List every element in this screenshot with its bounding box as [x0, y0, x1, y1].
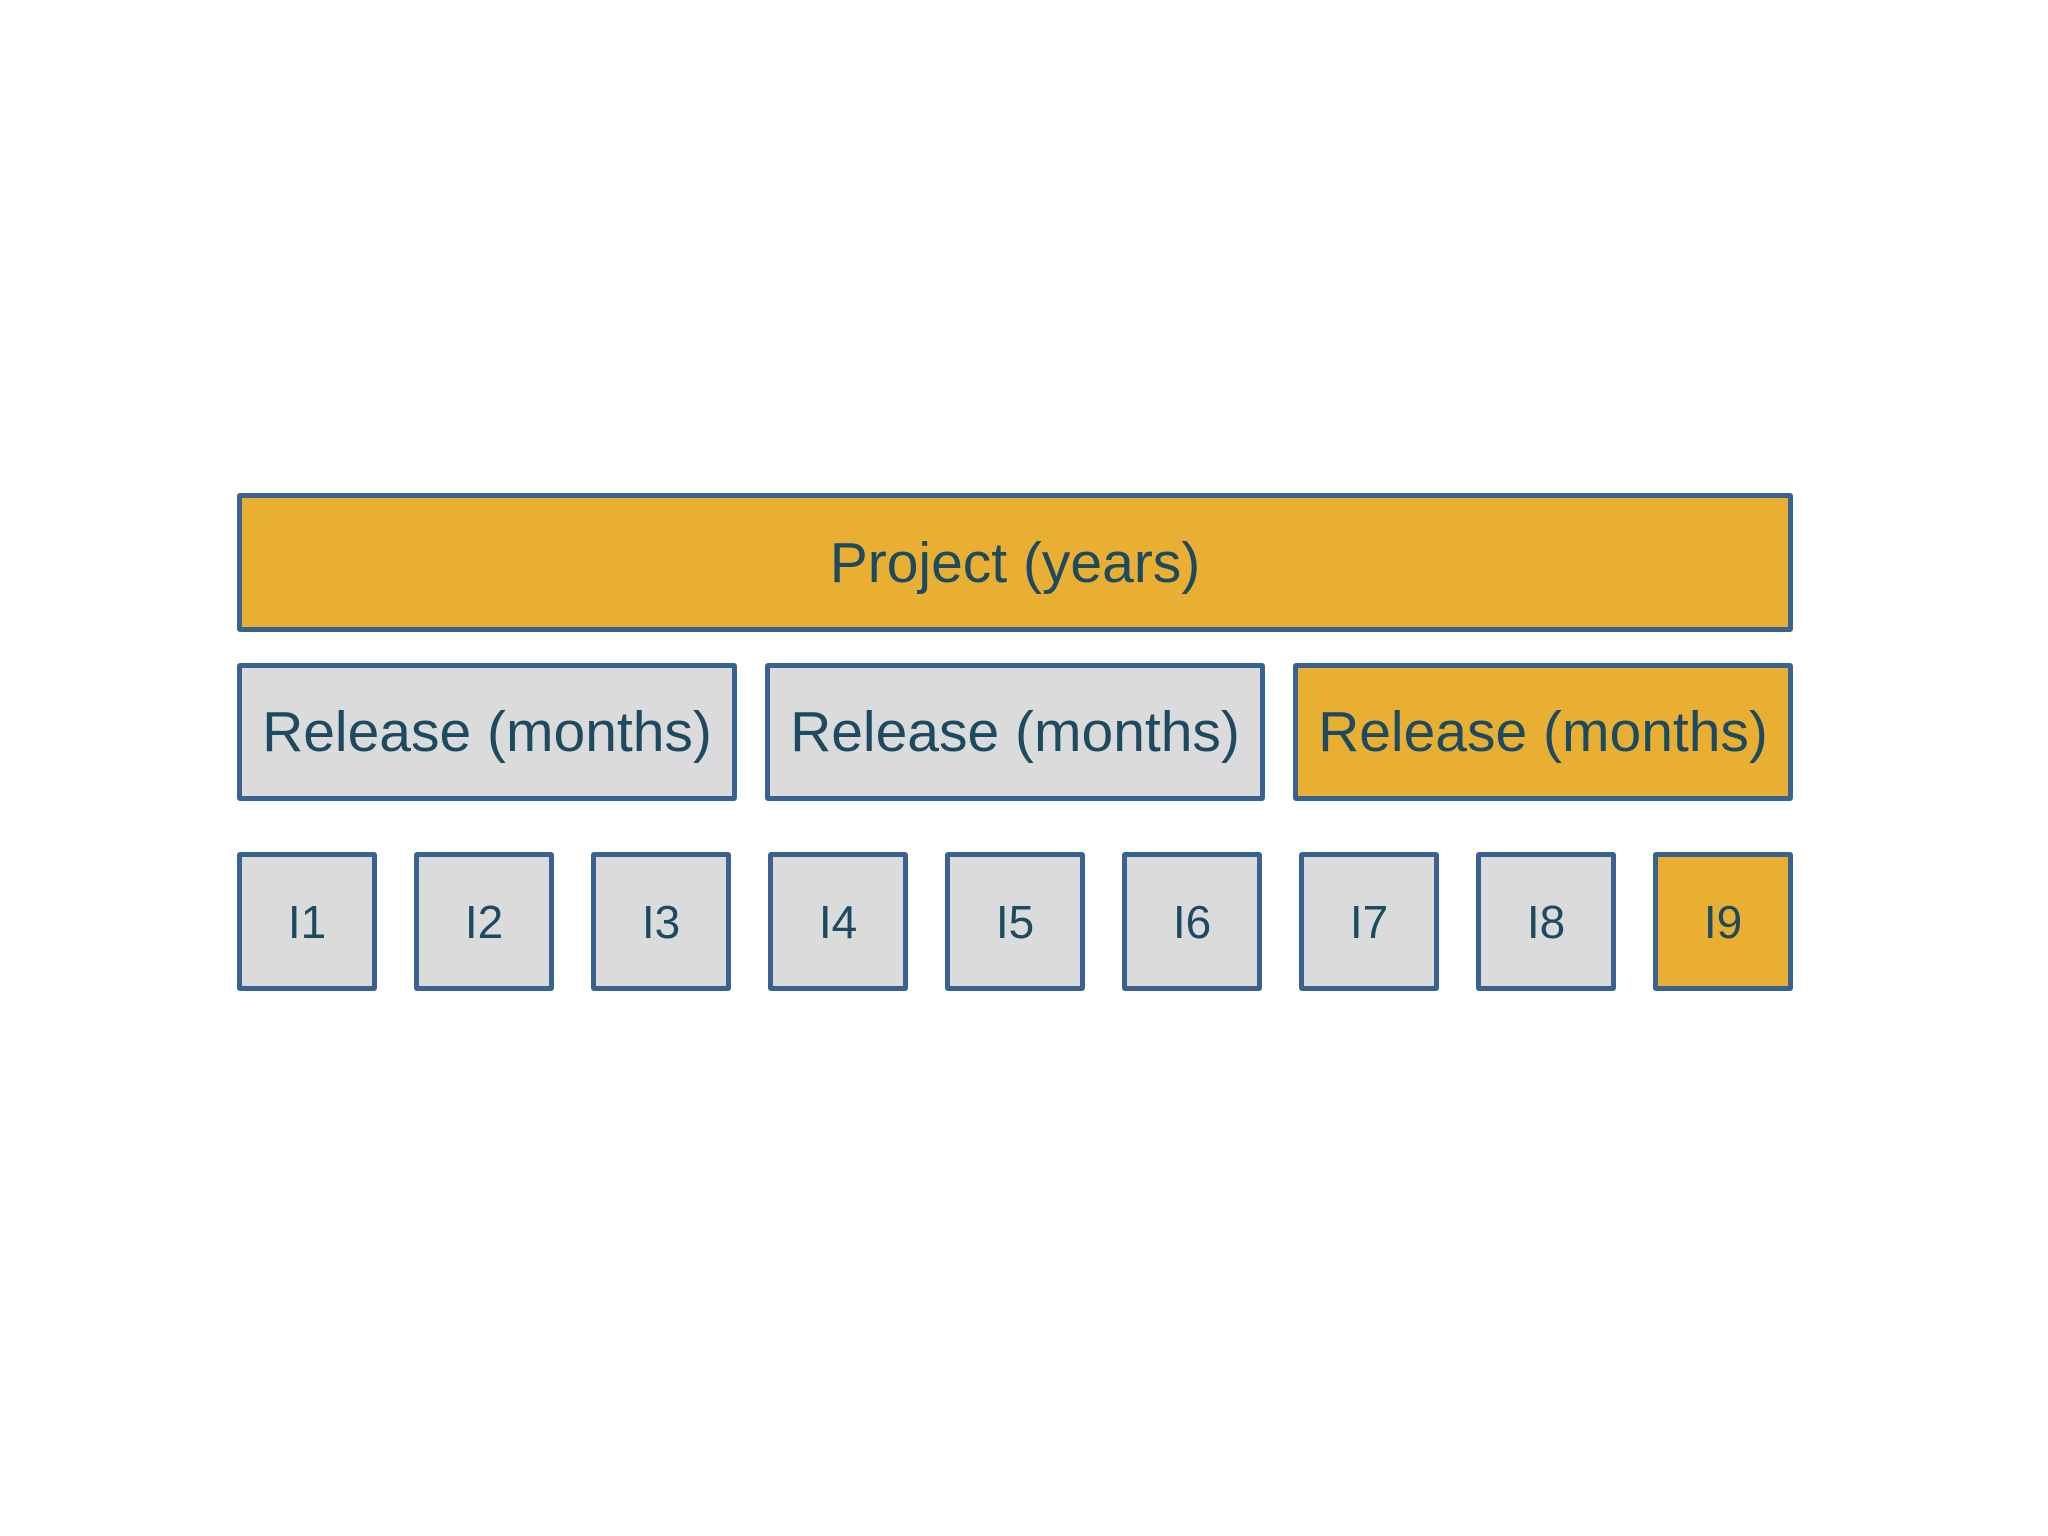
release-row: Release (months) Release (months) Releas… [237, 663, 1793, 801]
release-bar: Release (months) [1293, 663, 1793, 801]
iteration-box-label: I2 [464, 895, 504, 948]
iteration-box-label: I1 [287, 895, 327, 948]
iteration-box: I4 [768, 852, 908, 991]
iteration-box: I6 [1122, 852, 1262, 991]
release-bar-label: Release (months) [1318, 700, 1768, 764]
iteration-box-label: I4 [818, 895, 858, 948]
release-bar: Release (months) [765, 663, 1265, 801]
iteration-box: I5 [945, 852, 1085, 991]
project-bar: Project (years) [237, 493, 1793, 632]
iteration-box: I1 [237, 852, 377, 991]
iteration-box-label: I5 [995, 895, 1035, 948]
release-bar-label: Release (months) [790, 700, 1240, 764]
project-bar-label: Project (years) [829, 530, 1201, 595]
iteration-box: I7 [1299, 852, 1439, 991]
release-bar-label: Release (months) [262, 700, 712, 764]
iteration-box-label: I8 [1526, 895, 1566, 948]
iteration-box: I9 [1653, 852, 1793, 991]
iteration-box-label: I7 [1349, 895, 1389, 948]
release-bar: Release (months) [237, 663, 737, 801]
iteration-box: I8 [1476, 852, 1616, 991]
iteration-box-label: I9 [1703, 895, 1743, 948]
iteration-box-label: I3 [641, 895, 681, 948]
iteration-box-label: I6 [1172, 895, 1212, 948]
iteration-box: I3 [591, 852, 731, 991]
iteration-box: I2 [414, 852, 554, 991]
iteration-row: I1 I2 I3 I4 I5 I6 I7 [237, 852, 1793, 991]
